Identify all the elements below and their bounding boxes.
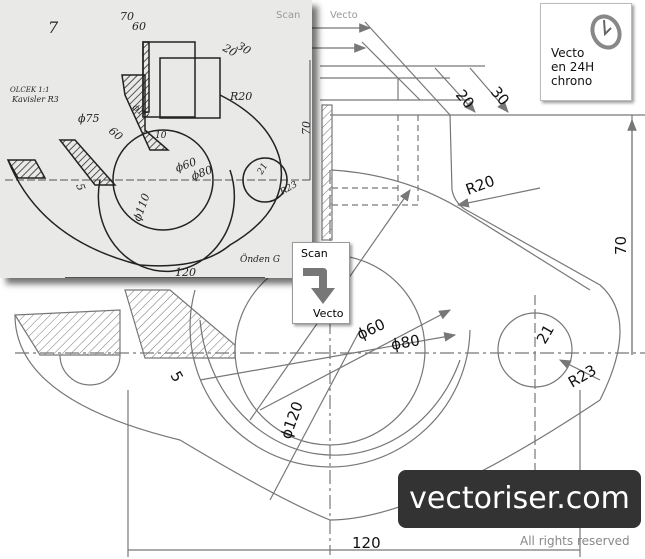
dim-phi120: ϕ120 [277, 399, 307, 441]
scan-dim: 20 [220, 41, 239, 60]
scan-dim: 70 [120, 10, 134, 23]
scan-dim: Kavisler R3 [11, 95, 59, 104]
vectoriser-logo[interactable]: vectoriser.com [398, 470, 641, 528]
dim-r20: R20 [463, 172, 497, 199]
vecto-text: Vecto [313, 307, 344, 320]
scan-text: Scan [301, 247, 328, 260]
dim-21: 21 [533, 321, 558, 347]
dim-phi80: ϕ80 [390, 331, 422, 354]
scan-dim: 21 [255, 162, 270, 178]
dim-120: 120 [352, 534, 381, 552]
scan-dim: 30 [235, 39, 254, 57]
scan-dim: 120 [175, 266, 196, 278]
scan-dim: 60 [132, 20, 146, 33]
rights-text: All rights reserved [520, 534, 630, 548]
scan-dim: 70 [300, 121, 312, 135]
vecto-label: Vecto [330, 10, 358, 21]
vecto-24h-badge: Vecto en 24H chrono [540, 3, 632, 101]
scan-num: 7 [48, 18, 59, 37]
dim-70: 70 [612, 236, 630, 255]
scan-dim: R20 [229, 90, 252, 103]
dim-30: 30 [487, 83, 513, 109]
scan-inset: 7 70 60 30 20 R20 70 OLCEK 1:1 Kavisler … [0, 0, 312, 278]
scan-dim: ϕ75 [78, 112, 100, 125]
arrow-down-icon [303, 268, 335, 304]
badge-line-3: chrono [551, 74, 593, 88]
dim-phi60: ϕ60 [354, 315, 388, 344]
dim-20: 20 [452, 86, 478, 112]
badge-line-1: Vecto [551, 46, 585, 60]
scan-to-vecto-box: Scan Vecto [292, 242, 350, 324]
clock-icon [590, 14, 622, 50]
scan-dim: Önden G [240, 253, 280, 265]
scan-dim: ϕ110 [131, 192, 153, 223]
scan-dim: 60 [106, 124, 125, 143]
dim-5: 5 [167, 368, 187, 385]
scan-dim: 10 [155, 131, 167, 141]
scan-dim: OLCEK 1:1 [10, 86, 50, 94]
scan-label: Scan [276, 10, 301, 21]
scan-dim: 5 [73, 182, 88, 193]
badge-line-2: en 24H [551, 60, 595, 74]
